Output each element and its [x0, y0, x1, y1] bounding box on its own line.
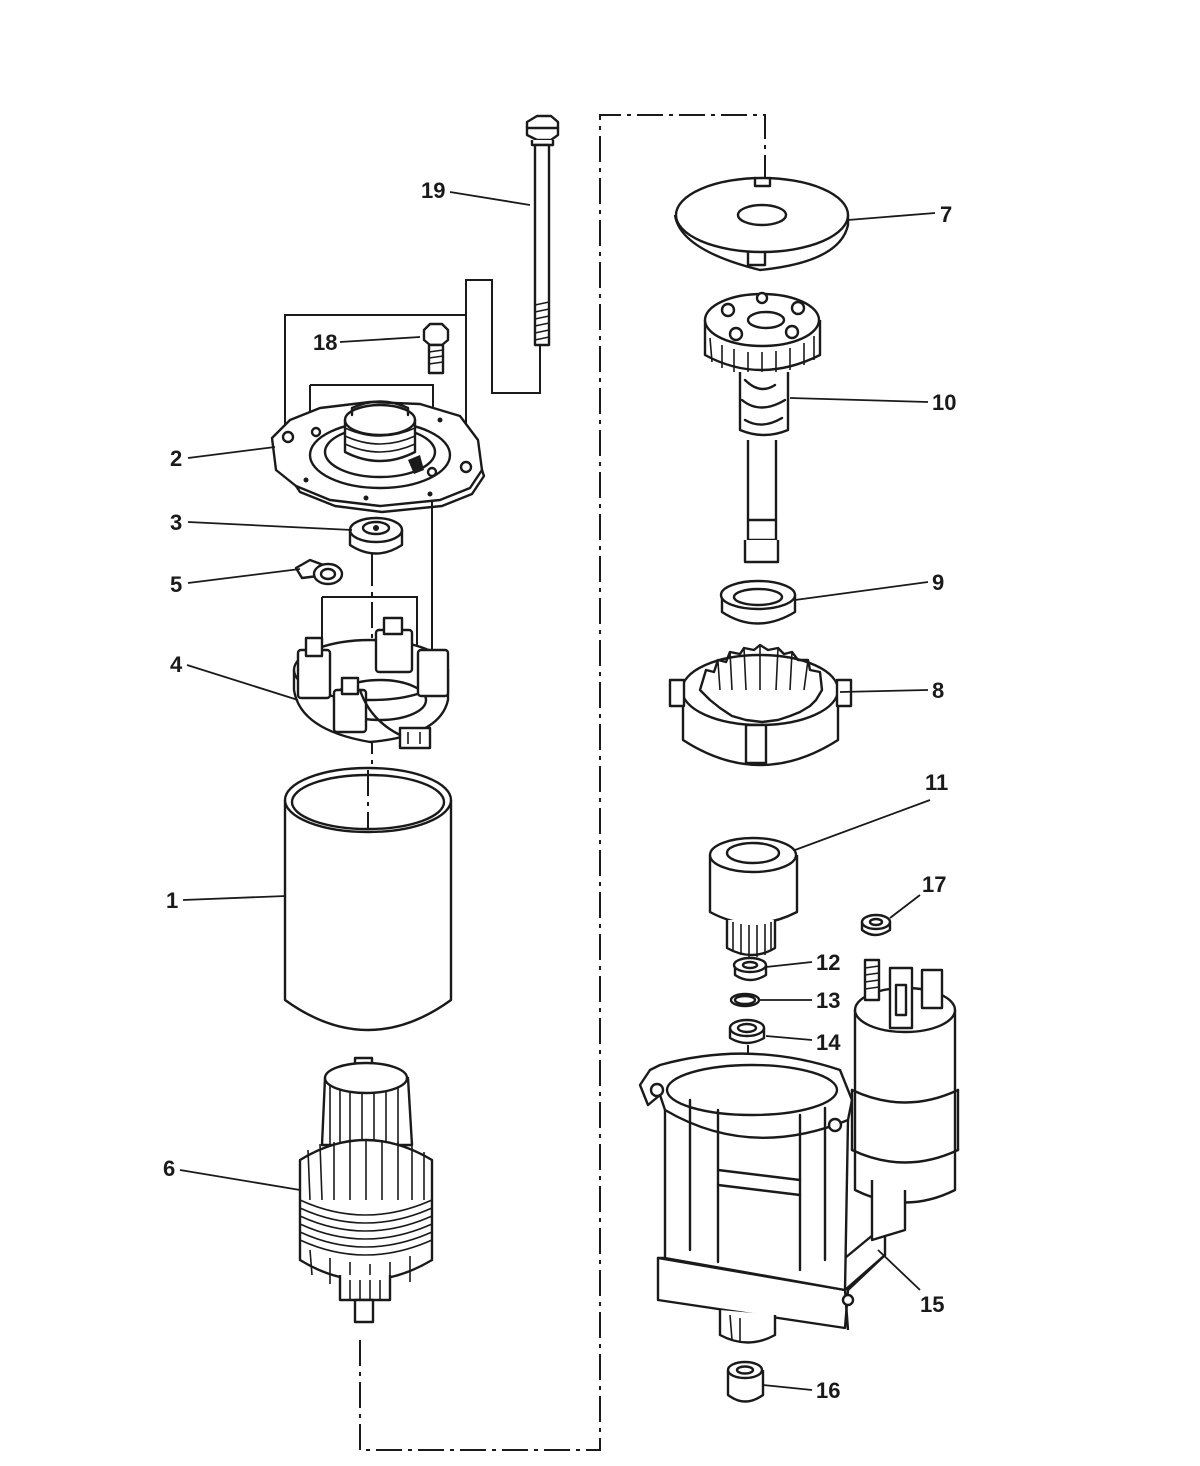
- callout-18: 18: [313, 330, 337, 355]
- callout-8: 8: [932, 678, 944, 703]
- part-3-bearing: [348, 516, 404, 555]
- callout-15: 15: [920, 1292, 944, 1317]
- part-6-armature: [298, 1056, 434, 1324]
- callout-labels: 1 2 3 4 5 6 7 8 9 10 11 12 13 14 15 16 1…: [163, 178, 956, 1403]
- callout-3: 3: [170, 510, 182, 535]
- callout-6: 6: [163, 1156, 175, 1181]
- callout-7: 7: [940, 202, 952, 227]
- part-17-nut: [860, 913, 892, 937]
- callout-4: 4: [170, 652, 183, 677]
- part-4-brush-holder: [292, 616, 450, 750]
- part-1-frame: [283, 766, 453, 1032]
- part-15-drive-housing: [638, 958, 960, 1344]
- part-14-stop-collar: [728, 1018, 766, 1045]
- part-13-snap-ring: [729, 992, 761, 1008]
- part-2-end-plate: [270, 400, 486, 514]
- part-19-through-bolt: [525, 114, 560, 347]
- callout-14: 14: [816, 1030, 841, 1055]
- callout-1: 1: [166, 888, 178, 913]
- part-16-bushing: [726, 1360, 765, 1403]
- callout-13: 13: [816, 988, 840, 1013]
- callout-19: 19: [421, 178, 445, 203]
- callout-17: 17: [922, 872, 946, 897]
- leader-lines: [179, 191, 936, 1391]
- callout-5: 5: [170, 572, 182, 597]
- part-10-shaft: [703, 291, 822, 564]
- part-12-collar: [732, 956, 768, 982]
- callout-10: 10: [932, 390, 956, 415]
- callout-9: 9: [932, 570, 944, 595]
- callout-12: 12: [816, 950, 840, 975]
- part-5-spring: [294, 558, 344, 586]
- part-8-ring-gear: [668, 643, 853, 767]
- part-11-pinion: [708, 836, 799, 957]
- part-7-washer: [673, 176, 850, 272]
- callout-11: 11: [925, 770, 948, 795]
- part-9-bearing: [719, 579, 797, 625]
- callout-16: 16: [816, 1378, 840, 1403]
- callout-2: 2: [170, 446, 182, 471]
- part-18-screw: [422, 322, 450, 375]
